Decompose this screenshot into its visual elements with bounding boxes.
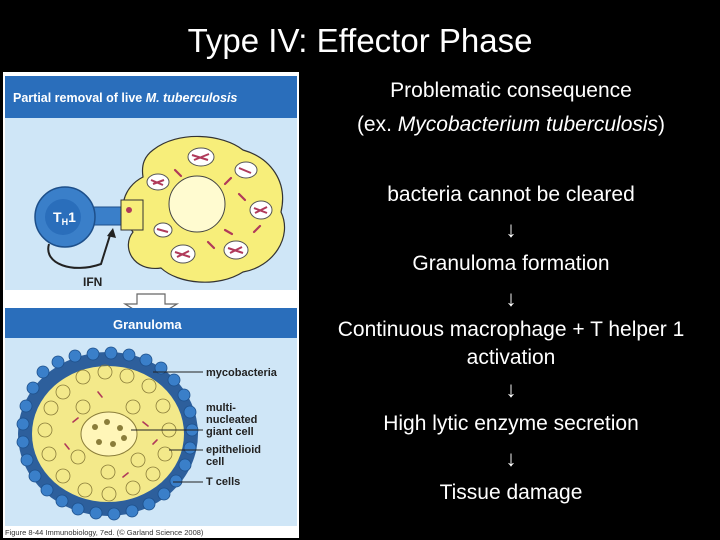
label-giant-cell-1: multi- [206,402,236,414]
panel1-title: Partial removal of live M. tuberculosis [13,91,237,105]
heading-line-2: (ex. Mycobacterium tuberculosis) [356,113,666,136]
label-epithelioid-1: epithelioid [206,444,261,456]
granuloma-mycobacteria [64,391,158,478]
free-bacteria [173,168,262,250]
th1-nucleus [45,199,81,235]
leader-lines [131,371,203,483]
heading-line-1: Problematic consequence [390,79,632,102]
ifn-label: IFN [83,275,102,289]
giant-cell-nuclei [92,419,127,447]
down-arrow-icon: ↓ [505,446,517,471]
figure-caption: Figure 8-44 Immunobiology, 7ed. (© Garla… [5,528,204,537]
down-arrow-icon: ↓ [505,377,517,402]
mhc-complex [120,199,144,231]
panel2-title: Granuloma [113,317,182,332]
step-macrophage-activation-1: Continuous macrophage + T helper 1 [337,318,685,341]
label-t-cells: T cells [206,476,240,488]
ifn-arrowhead [107,228,116,238]
ifn-arrow [47,231,112,269]
antigen-dot [126,207,132,213]
down-arrow-icon: ↓ [505,286,517,311]
label-mycobacteria: mycobacteria [206,367,278,379]
down-arrow-icon: ↓ [505,217,517,242]
macrophage-nucleus [168,175,226,233]
slide-title: Type IV: Effector Phase [187,22,533,59]
step-granuloma-formation: Granuloma formation [412,252,610,275]
granuloma-diagram: Partial removal of live M. tuberculosis [5,76,297,537]
panel1-header-bar [5,76,297,118]
vesicles-with-bacteria [146,147,273,264]
th1-label: TH1 [53,209,76,227]
granuloma [16,346,199,521]
step-bacteria-not-cleared: bacteria cannot be cleared [387,183,635,206]
panel2-header-bar [5,308,297,338]
step-tissue-damage: Tissue damage [439,481,583,504]
giant-cell [80,411,138,457]
immunology-figure: Partial removal of live M. tuberculosis [3,72,299,538]
step-macrophage-activation-2: activation [466,346,556,369]
label-giant-cell-2: nucleated [206,414,257,426]
epithelioid-cells [37,364,177,502]
label-epithelioid-2: cell [206,456,224,468]
effector-phase-text: Problematic consequence (ex. Mycobacteri… [302,74,720,510]
step-lytic-enzyme-secretion: High lytic enzyme secretion [383,412,639,435]
label-giant-cell-3: giant cell [206,426,254,438]
